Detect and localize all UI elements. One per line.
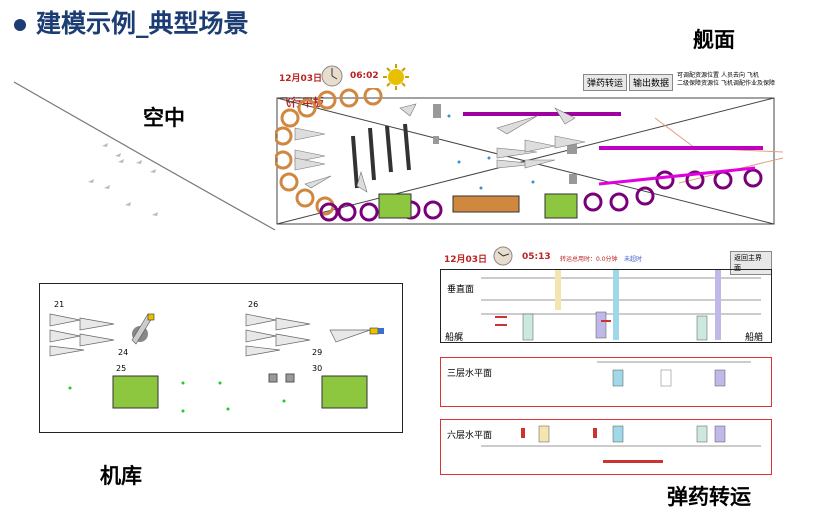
transfer-time: 转运总用时：0.0分钟 (560, 256, 618, 263)
green-zone (112, 375, 159, 409)
label-ammo: 弹药转运 (667, 485, 751, 509)
personnel-dots (447, 114, 535, 190)
slot-number: 30 (312, 364, 323, 373)
elevator-shaft (715, 270, 721, 340)
legend-item: 飞机 (746, 72, 759, 79)
legend-item: 人员去向 (720, 72, 745, 79)
ammo-marks (521, 428, 663, 463)
lane-label: 三层水平面 (447, 369, 493, 379)
ammo-view: 12月03日 05:13 转运总用时：0.0分钟 未超时 返回主界面 垂直面 船… (440, 245, 772, 475)
label-hangar: 机库 (100, 464, 142, 488)
deck-date: 12月03日 (279, 74, 323, 84)
ammo-marks (495, 316, 611, 326)
hangar-view: 21 24 25 26 29 30 (39, 283, 403, 433)
cart-icon (147, 313, 155, 321)
deck-legend: 可调配资源位置 人员去向 飞机 二级保障资源位 飞机调配作业及保障 (677, 72, 783, 88)
deck-time: 06:02 (350, 71, 379, 81)
aircraft-icons (49, 313, 371, 357)
legend-item: 飞机调配作业及保障 (720, 80, 775, 87)
bow-label: 船艉 (445, 333, 464, 343)
grey-blocks (433, 104, 577, 184)
elevator-shaft (613, 270, 619, 340)
cart-icon (369, 327, 379, 335)
air-trajectory (13, 81, 276, 231)
magenta-bar (463, 112, 621, 116)
sixth-deck-drawing (481, 425, 761, 463)
stern-label: 船艏 (745, 333, 764, 343)
green-zone (544, 193, 578, 219)
legend-item: 二级保障资源位 (677, 80, 720, 87)
slot-number: 26 (248, 300, 259, 309)
title-text: 建模示例_典型场景 (36, 9, 249, 38)
magenta-line (598, 166, 756, 186)
lift-car (522, 313, 534, 341)
aircraft-icon (88, 143, 158, 216)
clock-icon (493, 246, 513, 266)
green-dots (68, 381, 286, 413)
grey-block (285, 373, 295, 383)
hangar-drawing (49, 313, 384, 413)
grey-block (268, 373, 278, 383)
label-deck: 舰面 (693, 28, 735, 52)
magenta-bar (599, 146, 763, 150)
label-air: 空中 (143, 106, 185, 130)
bullet-icon (14, 19, 26, 31)
slot-number: 29 (312, 348, 323, 357)
green-zone (378, 193, 412, 219)
catapult-bars (351, 123, 411, 189)
sun-icon (383, 64, 409, 90)
orange-zone (452, 195, 520, 213)
back-to-main-button[interactable]: 返回主界面 (730, 251, 772, 275)
lane-vertical: 垂直面 船艉 船艏 (440, 269, 772, 343)
lane-third-deck: 三层水平面 (440, 357, 772, 407)
deck-drawing (275, 88, 783, 225)
lane-label: 六层水平面 (447, 431, 493, 441)
aircraft-icons (294, 103, 586, 193)
timeout-status: 未超时 (624, 256, 643, 263)
green-zone (321, 375, 368, 409)
legend-item: 可调配资源位置 (677, 72, 720, 79)
slot-number: 25 (116, 364, 127, 373)
lane-sixth-deck: 六层水平面 (440, 419, 772, 475)
clock-icon (321, 65, 343, 87)
cart-icon (378, 328, 384, 334)
ammo-transfer-button[interactable]: 弹药转运 (583, 74, 628, 91)
lane-label: 垂直面 (447, 285, 475, 295)
slot-number: 24 (118, 348, 129, 357)
purple-rings (319, 168, 763, 222)
page-title: 建模示例_典型场景 (14, 4, 249, 40)
output-data-button[interactable]: 输出数据 (629, 74, 674, 91)
lift-car (595, 311, 607, 339)
vertical-drawing (481, 270, 761, 341)
slot-number: 21 (54, 300, 65, 309)
deck-view: 12月03日 06:02 弹药转运 输出数据 可调配资源位置 人员去向 飞机 二… (275, 64, 783, 234)
ammo-date: 12月03日 (444, 255, 488, 265)
third-deck-drawing (597, 361, 751, 387)
orange-rings (275, 88, 383, 216)
elevator-shaft (555, 270, 561, 310)
flight-path (13, 81, 276, 231)
lift-car (696, 315, 708, 341)
ammo-time: 05:13 (522, 252, 551, 262)
